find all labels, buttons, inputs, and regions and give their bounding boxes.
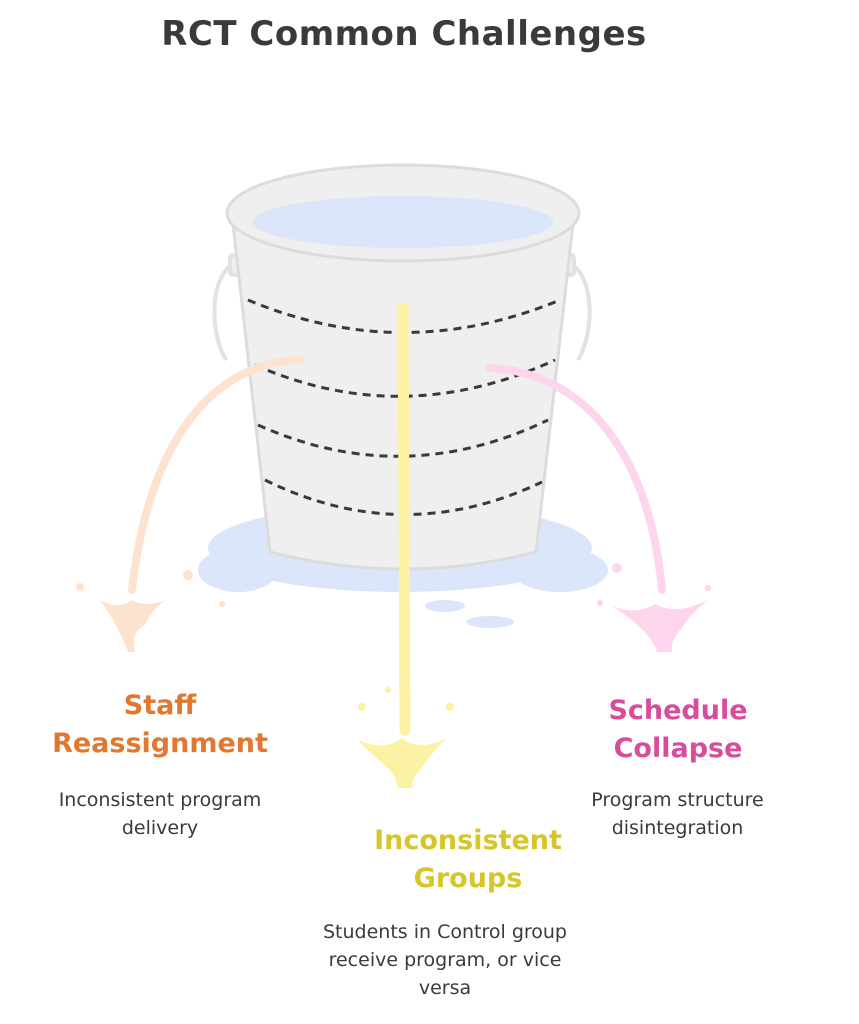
schedule-label-line2: Collapse <box>613 733 743 764</box>
schedule-collapse-label: Schedule Collapse <box>568 692 788 768</box>
staff-desc-line1: Inconsistent program <box>58 789 262 811</box>
groups-leak-stream <box>358 302 454 788</box>
staff-leak-stream <box>76 356 304 652</box>
schedule-leak-stream <box>486 364 711 652</box>
staff-reassignment-description: Inconsistent program delivery <box>40 786 280 842</box>
schedule-label-line1: Schedule <box>608 695 748 726</box>
groups-label-line2: Groups <box>413 863 523 894</box>
groups-desc-line1: Students in Control group <box>323 921 567 943</box>
schedule-desc-line2: disintegration <box>611 817 744 839</box>
diagram-title: RCT Common Challenges <box>161 14 647 54</box>
groups-desc-line2: receive program, or vice <box>328 949 562 971</box>
schedule-desc-line1: Program structure <box>591 789 764 811</box>
staff-label-line1: Staff <box>123 690 197 721</box>
staff-desc-line2: delivery <box>121 817 199 839</box>
schedule-collapse-description: Program structure disintegration <box>555 786 800 842</box>
staff-label-line2: Reassignment <box>52 728 268 759</box>
staff-reassignment-label: Staff Reassignment <box>40 687 280 763</box>
inconsistent-groups-label: Inconsistent Groups <box>325 822 611 898</box>
inconsistent-groups-description: Students in Control group receive progra… <box>285 918 605 1002</box>
groups-label-line1: Inconsistent <box>374 825 562 856</box>
groups-desc-line3: versa <box>418 977 472 999</box>
